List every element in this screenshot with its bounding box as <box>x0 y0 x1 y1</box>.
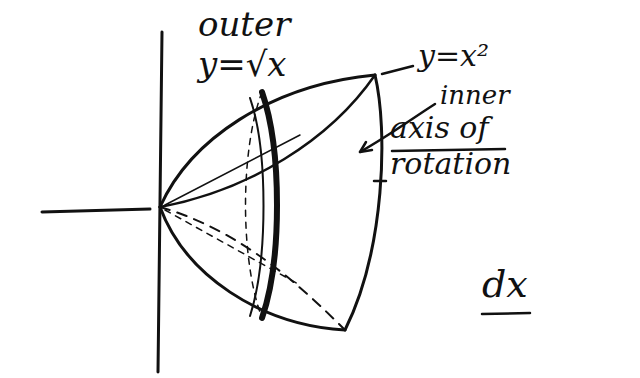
handwritten-label: y=√x <box>198 44 287 85</box>
disk-slice-back <box>246 92 263 318</box>
sketch-line <box>165 210 300 285</box>
handwritten-label: axis of rotation <box>390 110 530 182</box>
handwritten-label: dx <box>482 262 528 308</box>
x-axis <box>42 209 150 212</box>
underline <box>482 313 530 314</box>
leader-line <box>374 180 386 183</box>
outer-curve-lower <box>160 207 345 330</box>
inner-curve <box>160 75 375 207</box>
inner-curve-lower <box>160 207 345 330</box>
handwritten-label: inner <box>440 80 510 111</box>
end-cap <box>345 75 382 330</box>
outer-curve <box>160 75 375 207</box>
handwritten-label: y=x² <box>418 38 489 74</box>
leader-line <box>382 66 413 74</box>
handwritten-label: outer <box>198 4 290 45</box>
arrow-head <box>360 142 372 152</box>
sketch-line <box>165 135 300 205</box>
